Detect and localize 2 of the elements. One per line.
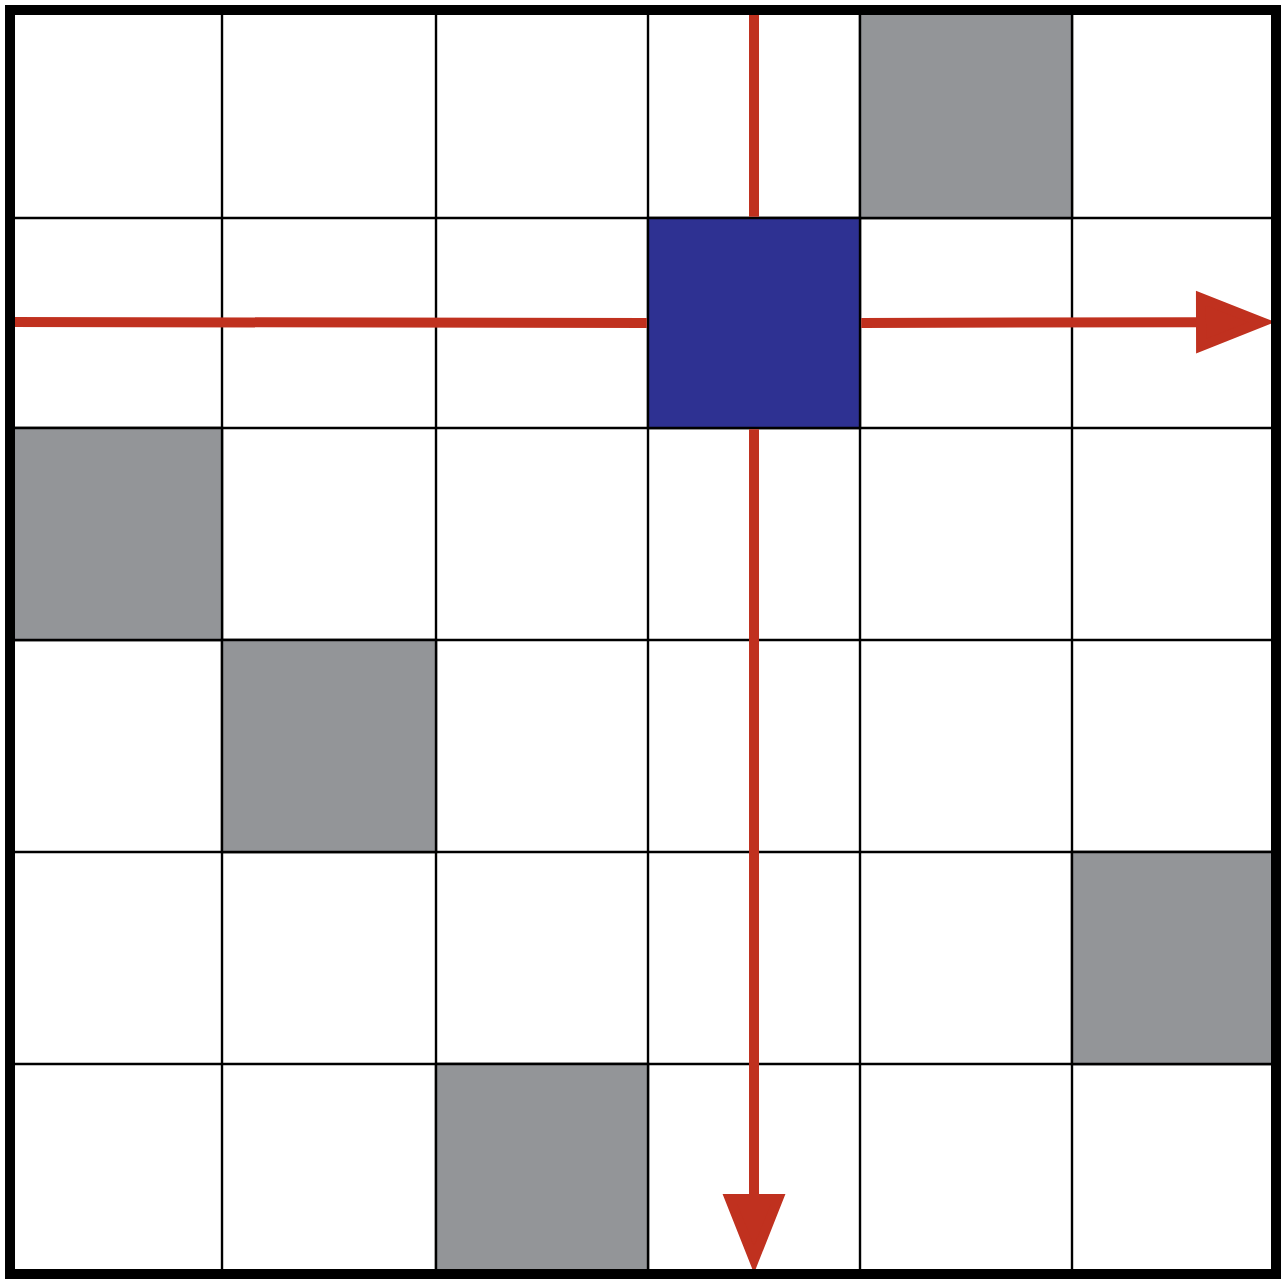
highlighted-cell (646, 216, 862, 430)
shaded-cell (220, 638, 438, 854)
